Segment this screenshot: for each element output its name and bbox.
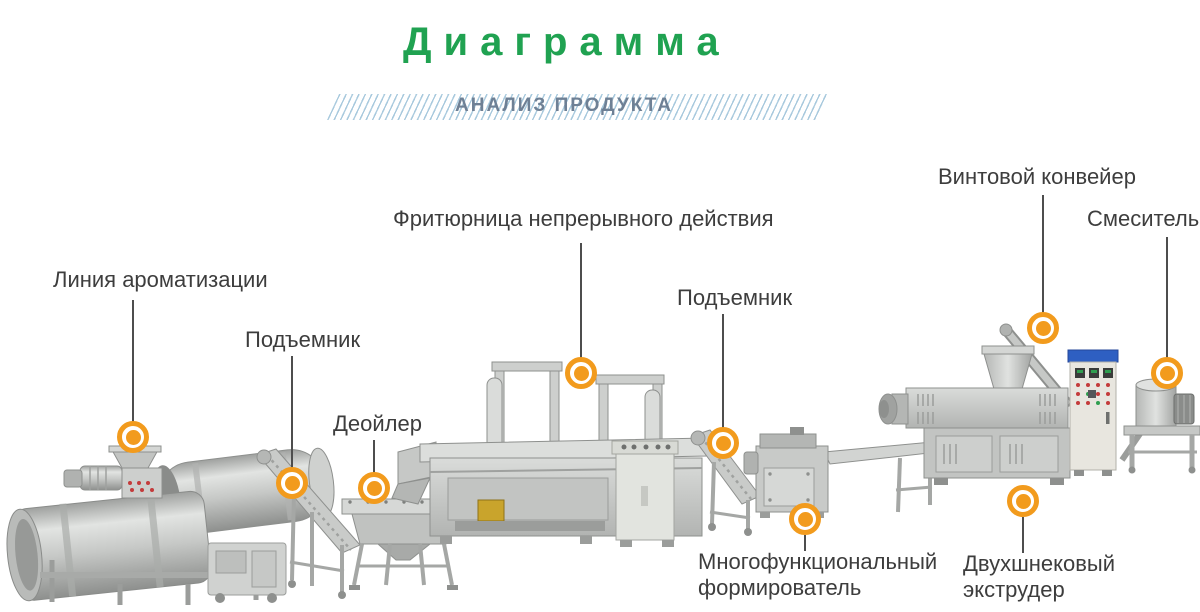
callout-marker-deoiler <box>358 472 390 504</box>
label-extruder-line2: экструдер <box>963 577 1065 602</box>
page-subtitle: АНАЛИЗ ПРОДУКТА <box>455 95 673 116</box>
label-elevator-1: Подъемник <box>245 327 361 352</box>
callout-marker-fryer <box>565 357 597 389</box>
callout-line <box>1166 237 1168 358</box>
callout-line <box>804 535 806 551</box>
label-extruder: Двухшнековый экструдер <box>963 551 1115 603</box>
label-former-line2: формирователь <box>698 575 862 600</box>
machine-extruder <box>878 323 1072 485</box>
page-title: Диаграмма <box>403 20 731 64</box>
callout-line <box>291 356 293 468</box>
callout-marker-mixer <box>1151 357 1183 389</box>
label-deoiler: Деойлер <box>333 411 422 436</box>
callout-marker-elevator-1 <box>276 467 308 499</box>
callout-line <box>1022 517 1024 553</box>
label-fryer: Фритюрница непрерывного действия <box>393 206 774 231</box>
label-elevator-2: Подъемник <box>677 285 793 310</box>
machine-mixer <box>1119 378 1200 474</box>
callout-marker-flavoring-line <box>117 421 149 453</box>
label-former: Многофункциональный формирователь <box>698 549 937 601</box>
callout-line <box>1042 195 1044 313</box>
callout-marker-elevator-2 <box>707 427 739 459</box>
callout-marker-extruder <box>1007 485 1039 517</box>
callout-line <box>132 300 134 422</box>
machine-fryer <box>391 361 707 547</box>
callout-marker-former <box>789 503 821 535</box>
label-former-line1: Многофункциональный <box>698 549 938 574</box>
label-screw-conveyor: Винтовой конвейер <box>938 164 1136 189</box>
label-flavoring-line: Линия ароматизации <box>53 267 268 292</box>
label-extruder-line1: Двухшнековый <box>963 551 1116 576</box>
callout-line <box>580 243 582 358</box>
label-mixer: Смеситель <box>1087 206 1200 231</box>
machine-control-cabinet <box>1067 349 1119 476</box>
callout-line <box>373 440 375 473</box>
callout-marker-screw-conveyor <box>1027 312 1059 344</box>
machine-former <box>743 427 939 518</box>
callout-line <box>722 314 724 428</box>
